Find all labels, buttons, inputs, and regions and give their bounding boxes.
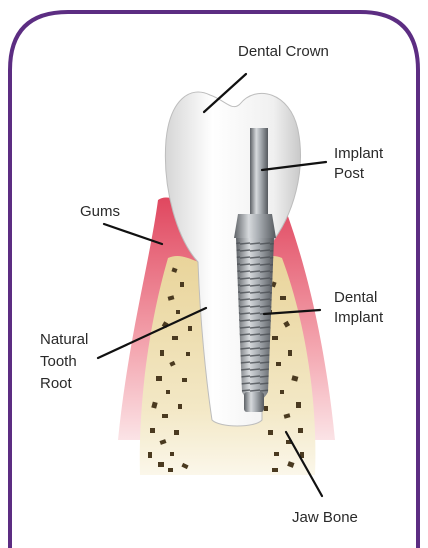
label-natural-tooth-root: Natural Tooth Root	[40, 331, 93, 392]
label-dental-crown: Dental Crown	[238, 43, 329, 60]
label-implant-post: Implant Post	[334, 145, 387, 182]
implant-collar	[234, 214, 276, 238]
label-gums: Gums	[80, 203, 120, 220]
label-jaw-bone: Jaw Bone	[292, 509, 358, 526]
implant-threads	[236, 238, 274, 401]
label-dental-implant: Dental Implant	[334, 289, 384, 326]
implant-tip	[244, 392, 264, 412]
implant-post-shape	[250, 128, 268, 214]
